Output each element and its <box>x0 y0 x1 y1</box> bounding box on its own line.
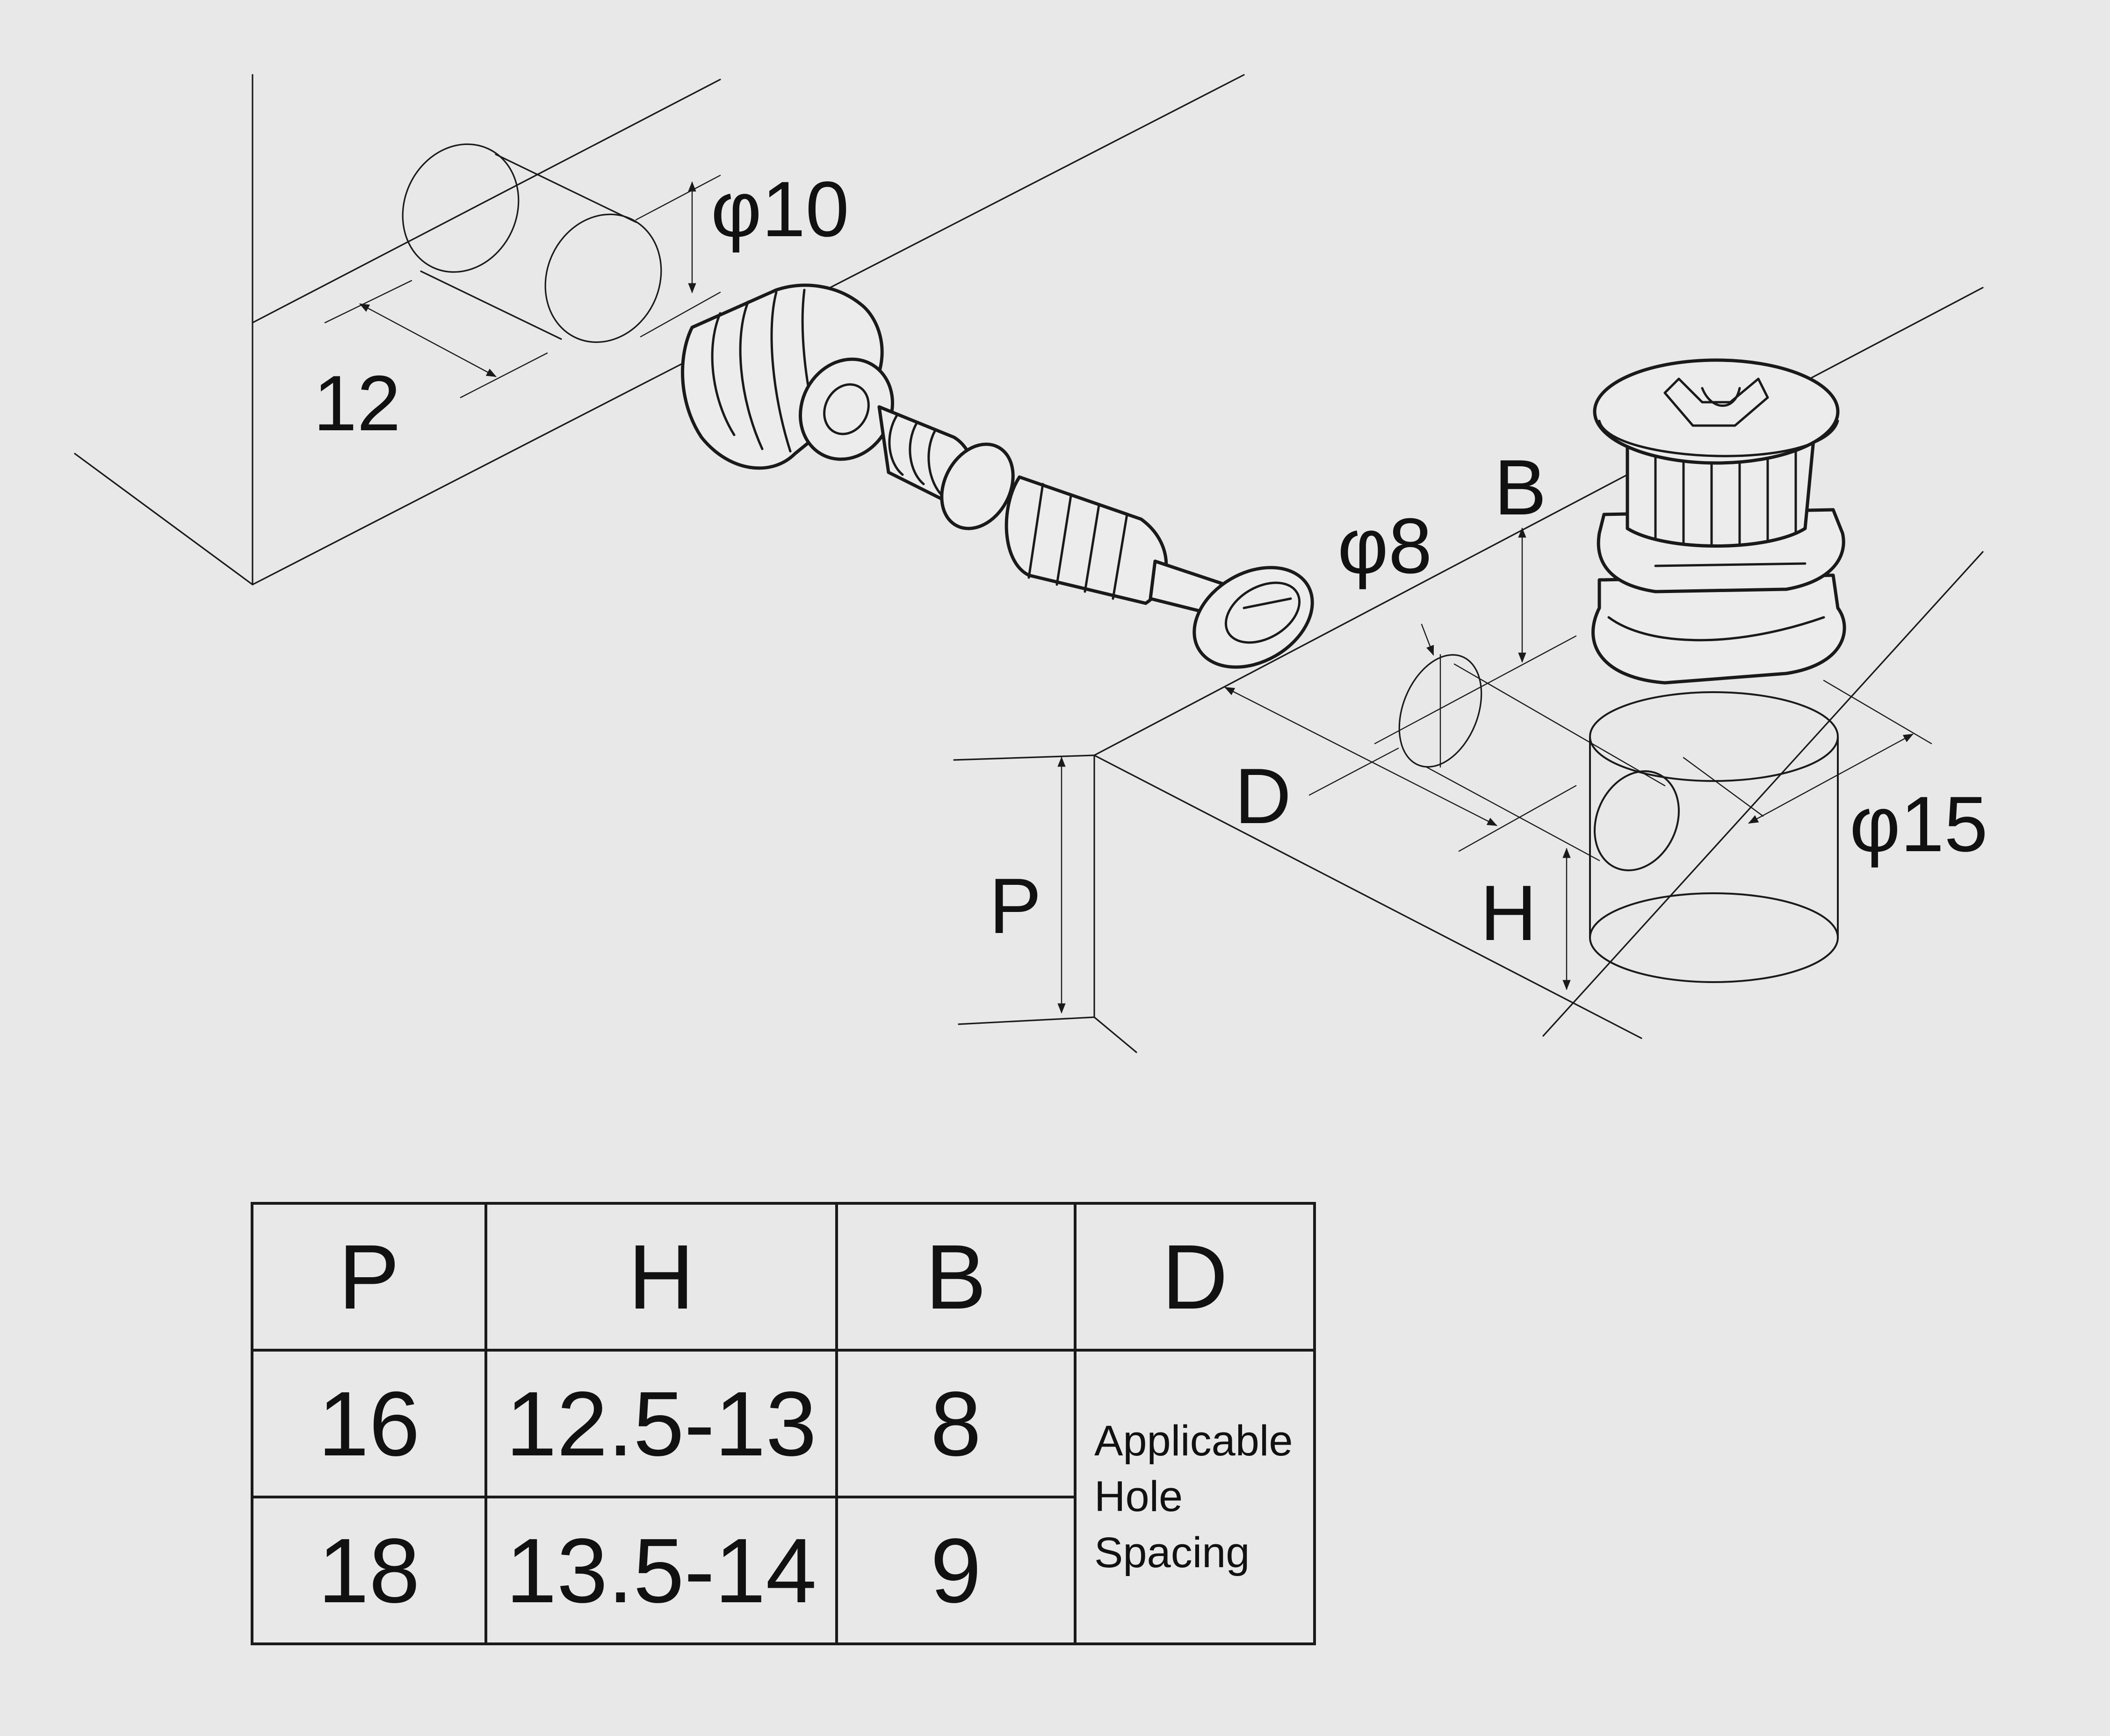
dim-12 <box>324 280 548 398</box>
label-phi15: φ15 <box>1850 780 1988 868</box>
note-line-1: Applicable <box>1094 1417 1293 1465</box>
dim-phi10 <box>635 174 721 338</box>
note-line-3: Spacing <box>1094 1528 1250 1577</box>
cam-hole <box>1589 691 1839 983</box>
table-row: 18 13.5-14 9 <box>251 1496 1315 1645</box>
connector-bolt <box>681 283 1314 669</box>
table-row: 16 12.5-13 8 Applicable Hole Spacing <box>251 1349 1316 1645</box>
label-p: P <box>989 862 1041 950</box>
header-h: H <box>484 1202 838 1352</box>
header-d: D <box>1074 1202 1316 1352</box>
cell-p-2: 18 <box>251 1496 487 1645</box>
header-b: B <box>835 1202 1077 1352</box>
upper-hole <box>402 143 662 343</box>
label-phi8: φ8 <box>1337 502 1432 590</box>
dim-phi15 <box>1748 733 1914 824</box>
label-b: B <box>1494 443 1546 531</box>
label-h: H <box>1480 869 1537 957</box>
cell-h-2: 13.5-14 <box>484 1496 838 1645</box>
spec-table: P H B D 16 12.5-13 8 Applicable Hole Spa… <box>251 1202 1316 1645</box>
label-12: 12 <box>313 359 401 447</box>
header-p: P <box>251 1202 487 1352</box>
cell-p-1: 16 <box>251 1349 487 1498</box>
cell-h-1: 12.5-13 <box>484 1349 838 1498</box>
dim-d <box>1224 687 1497 826</box>
cell-d-note: Applicable Hole Spacing <box>1074 1349 1316 1645</box>
cell-b-2: 9 <box>835 1496 1077 1645</box>
table-header-row: P H B D <box>251 1202 1316 1352</box>
label-phi10: φ10 <box>711 165 849 253</box>
cell-b-1: 8 <box>835 1349 1077 1498</box>
note-line-2: Hole <box>1094 1473 1183 1521</box>
label-d: D <box>1235 752 1291 840</box>
cam-lock <box>1591 358 1846 685</box>
